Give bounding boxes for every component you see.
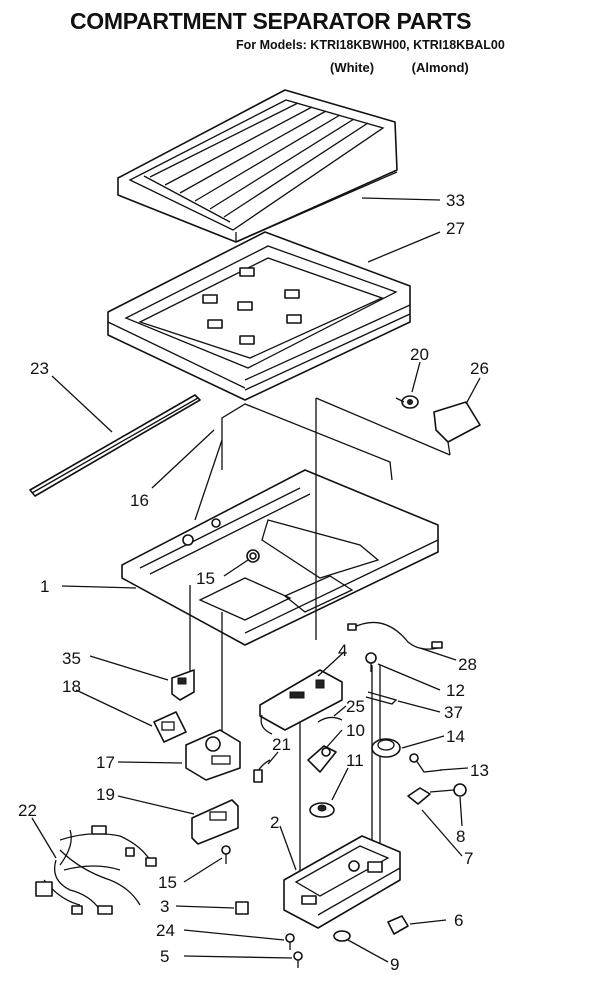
part-11-dial <box>309 802 335 818</box>
part-24-screw <box>285 933 295 950</box>
callout-22: 22 <box>18 801 37 820</box>
part-35-bracket <box>171 669 195 701</box>
part-21-tube <box>253 759 271 783</box>
part-25-spring <box>317 716 343 723</box>
callout-25: 25 <box>346 697 365 716</box>
callout-15-upper: 15 <box>196 569 215 588</box>
callout-17: 17 <box>96 753 115 772</box>
callout-35: 35 <box>62 649 81 668</box>
callout-33: 33 <box>446 191 465 210</box>
part-9-foot <box>333 930 351 942</box>
part-8-clip <box>429 783 467 797</box>
part-19-bracket <box>191 799 239 845</box>
part-27-separator-frame <box>107 231 411 401</box>
part-22-wiring-harness <box>35 825 157 915</box>
part-33-grille-cover <box>117 89 398 243</box>
callout-8: 8 <box>456 827 465 846</box>
callout-9: 9 <box>390 955 399 974</box>
part-12-screw <box>365 652 377 672</box>
part-26-cover-cap <box>433 401 481 456</box>
variant-white: (White) <box>330 60 375 75</box>
callout-12: 12 <box>446 681 465 700</box>
callout-7: 7 <box>464 849 473 868</box>
part-13-lever <box>409 753 443 773</box>
variant-almond: (Almond) <box>411 60 469 75</box>
callout-1: 1 <box>40 577 49 596</box>
part-37-clip <box>365 691 398 705</box>
part-20-fastener <box>395 395 419 409</box>
callout-20: 20 <box>410 345 429 364</box>
callout-28: 28 <box>458 655 477 674</box>
part-23-gasket-strip <box>29 394 201 497</box>
callout-10: 10 <box>346 721 365 740</box>
part-1-separator-panel <box>121 397 451 646</box>
part-18-plate <box>153 711 187 743</box>
callout-14: 14 <box>446 727 465 746</box>
part-3-clip <box>235 901 249 915</box>
callout-27: 27 <box>446 219 465 238</box>
callout-labels: 33 27 23 20 26 16 1 15 35 4 28 12 18 25 … <box>18 191 489 974</box>
color-variants: (White) (Almond) <box>330 60 608 75</box>
part-15-screw-upper <box>249 552 257 560</box>
part-6-connector <box>387 915 409 935</box>
part-28-wire-lead <box>347 621 443 650</box>
callout-13: 13 <box>470 761 489 780</box>
callout-19: 19 <box>96 785 115 804</box>
callout-3: 3 <box>160 897 169 916</box>
callout-6: 6 <box>454 911 463 930</box>
part-15-screw-lower <box>221 845 231 864</box>
callout-4: 4 <box>338 641 347 660</box>
part-7-mount <box>407 787 431 805</box>
callout-21: 21 <box>272 735 291 754</box>
callout-24: 24 <box>156 921 175 940</box>
part-2-base-tray <box>283 835 401 929</box>
callout-15-lower: 15 <box>158 873 177 892</box>
callout-5: 5 <box>160 947 169 966</box>
callout-16: 16 <box>130 491 149 510</box>
part-5-screw <box>293 951 303 968</box>
part-17-housing <box>185 729 241 781</box>
leader-lines <box>31 197 481 963</box>
part-4-control-board <box>259 669 343 735</box>
page-title: COMPARTMENT SEPARATOR PARTS <box>70 8 472 34</box>
model-numbers: For Models: KTRI18KBWH00, KTRI18KBAL00 <box>236 38 505 52</box>
callout-2: 2 <box>270 813 279 832</box>
callout-11: 11 <box>346 751 364 770</box>
callout-26: 26 <box>470 359 489 378</box>
callout-23: 23 <box>30 359 49 378</box>
part-16-wire-rod <box>194 403 393 521</box>
part-14-knob <box>371 738 401 758</box>
part-10-thermostat <box>307 745 337 773</box>
callout-18: 18 <box>62 677 81 696</box>
callout-37: 37 <box>444 703 463 722</box>
